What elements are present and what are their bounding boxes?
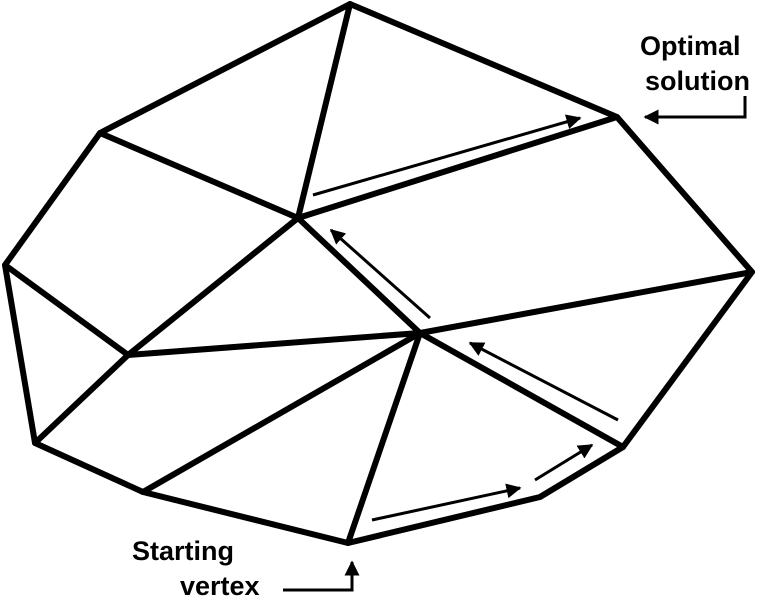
interior-edges [2, 1, 755, 546]
edge-leftmid-to-left [2, 262, 131, 358]
starting-vertex-label-line1: Starting [132, 536, 234, 566]
path-arrow-5 [312, 114, 582, 197]
edge-hub-to-right [417, 269, 755, 336]
edge-center-to-optimal [295, 114, 620, 221]
start-pointer [283, 560, 360, 592]
edge-hub-to-leftmid [125, 330, 423, 358]
edge-upperleft-to-center [97, 130, 301, 221]
optimal-pointer [643, 96, 747, 125]
edge-hub-to-start [345, 330, 423, 546]
path-arrow-4 [329, 228, 431, 320]
optimal-solution-label-line1: Optimal [640, 31, 741, 61]
optimal-pointer-line [643, 96, 747, 125]
edge-center-to-leftmid [125, 215, 301, 358]
optimal-solution-label-line2: solution [645, 66, 750, 96]
edge-hub-to-lowerright [417, 330, 626, 450]
starting-vertex-label-line2: vertex [180, 571, 260, 600]
edge-hub-to-bottomleft [140, 330, 423, 495]
path-arrow-2 [534, 443, 594, 482]
edge-leftmid-to-lowerleft [32, 352, 131, 446]
path-arrow-3 [468, 341, 619, 422]
simplex-path-arrows [312, 114, 619, 522]
start-pointer-line [283, 560, 360, 592]
edge-top-to-center [295, 1, 353, 221]
edge-center-to-hub [295, 215, 423, 336]
path-arrow-1 [371, 483, 522, 522]
